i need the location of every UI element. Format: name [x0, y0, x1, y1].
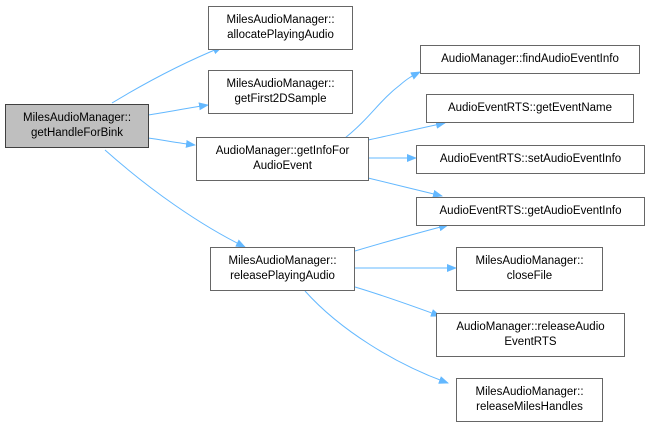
node-set-audio-event-info[interactable]: AudioEventRTS::setAudioEventInfo [416, 145, 645, 174]
node-release-playing-audio[interactable]: MilesAudioManager:: releasePlayingAudio [210, 247, 355, 291]
node-label: AudioEventRTS::getAudioEventInfo [439, 205, 622, 217]
node-label-line2: closeFile [506, 270, 553, 282]
node-label-line2: EventRTS [504, 336, 557, 348]
node-label-line2: getHandleForBink [30, 127, 124, 139]
node-get-event-name[interactable]: AudioEventRTS::getEventName [426, 94, 634, 123]
edge-get-info-to-get-audio-event-info [367, 177, 443, 198]
edge-get-info-to-find-audio-event-info [344, 71, 421, 139]
edge-root-to-allocate-playing-audio [111, 46, 223, 104]
node-label-line1: MilesAudioManager:: [475, 255, 584, 267]
node-label-line2: releaseMilesHandles [476, 401, 583, 413]
node-get-first-2d-sample[interactable]: MilesAudioManager:: getFirst2DSample [208, 70, 353, 114]
node-label-line2: getFirst2DSample [234, 93, 327, 105]
edge-get-info-to-get-event-name [367, 120, 446, 141]
edge-release-playing-to-release-miles-handles [304, 290, 449, 384]
node-label-line1: MilesAudioManager:: [226, 14, 335, 26]
node-label-line1: MilesAudioManager:: [226, 78, 335, 90]
edge-release-playing-to-release-audio-event-rts [354, 286, 441, 317]
node-label-line1: MilesAudioManager:: [228, 255, 337, 267]
node-label-line2: allocatePlayingAudio [227, 29, 334, 41]
node-label-line1: AudioManager::getInfoFor [215, 145, 350, 157]
node-close-file[interactable]: MilesAudioManager:: closeFile [456, 247, 603, 291]
edge-release-playing-to-get-audio-event-info [354, 223, 449, 252]
node-allocate-playing-audio[interactable]: MilesAudioManager:: allocatePlayingAudio [208, 6, 353, 50]
node-release-audio-event-rts[interactable]: AudioManager::releaseAudio EventRTS [436, 313, 625, 357]
node-get-handle-for-bink: MilesAudioManager:: getHandleForBink [5, 104, 149, 148]
node-get-audio-event-info[interactable]: AudioEventRTS::getAudioEventInfo [416, 197, 645, 226]
edge-root-to-get-first-2d-sample [147, 102, 209, 116]
node-get-info-for-audio-event[interactable]: AudioManager::getInfoFor AudioEvent [196, 137, 369, 181]
node-label: AudioEventRTS::getEventName [447, 102, 613, 114]
node-label-line2: releasePlayingAudio [230, 270, 335, 282]
node-label: AudioManager::findAudioEventInfo [441, 53, 619, 65]
node-label-line1: MilesAudioManager:: [22, 112, 132, 124]
node-release-miles-handles[interactable]: MilesAudioManager:: releaseMilesHandles [456, 378, 603, 422]
node-label-line1: AudioManager::releaseAudio [456, 321, 605, 333]
node-label-line2: AudioEvent [253, 160, 312, 172]
edge-root-to-release-playing-audio [104, 149, 246, 248]
node-find-audio-event-info[interactable]: AudioManager::findAudioEventInfo [420, 45, 640, 74]
edge-root-to-get-info-for-audio-event [147, 137, 196, 148]
node-label-line1: MilesAudioManager:: [475, 386, 584, 398]
node-label: AudioEventRTS::setAudioEventInfo [439, 153, 622, 165]
